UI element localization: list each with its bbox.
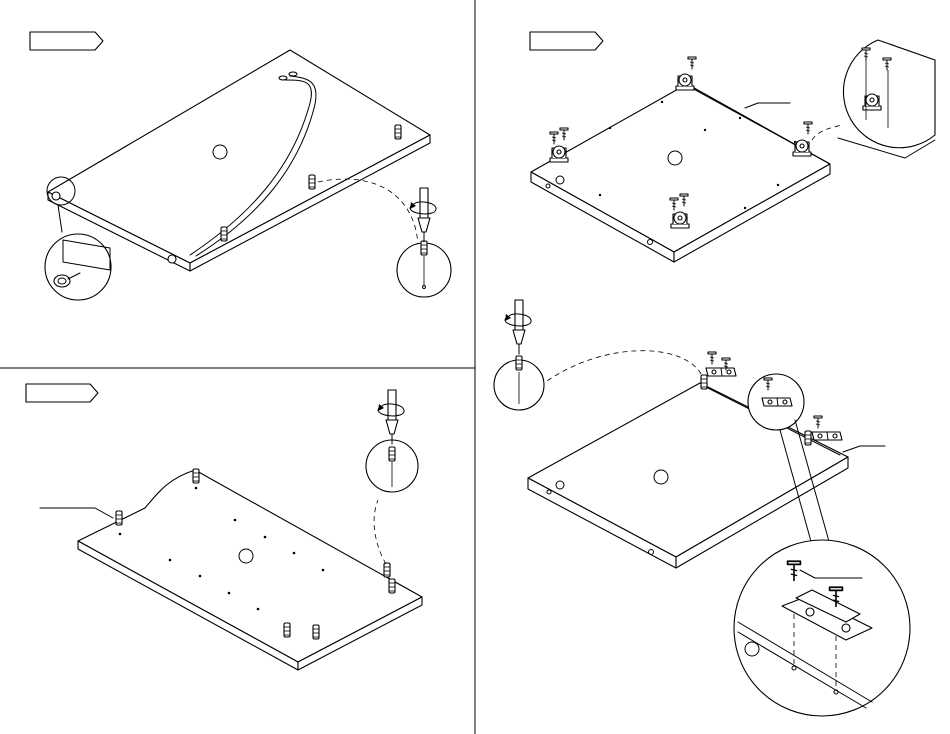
callout-line [40,508,113,518]
board-panel [78,470,422,670]
screw-icon [804,122,812,134]
caster-wheel-icon [671,212,689,228]
detail-magnifier-small [494,300,704,410]
panel-bottom-left [26,384,422,670]
dowel-icon [395,125,401,139]
dowel-icon [805,431,811,445]
cam-lock-icon [168,255,176,263]
screwdriver-icon [505,300,531,354]
dowel-icon [309,175,315,189]
dowel-icon [116,511,122,525]
board-panel [48,50,430,271]
detail-magnifier-large [734,540,910,716]
screwdriver-icon [378,390,404,444]
dowel-icon [421,241,427,255]
screw-icon [708,352,716,364]
panel-top-right [530,32,935,262]
caster-wheel-icon [676,74,694,90]
dowel-icon [384,563,390,577]
screw-icon [688,57,696,69]
screw-icon [550,132,558,144]
hinge-icon [762,398,792,406]
detail-magnifier-right [318,179,451,297]
hinge-icon [706,368,736,376]
detail-magnifier [366,390,418,564]
callout-line [843,446,885,452]
callout-line [745,103,790,108]
board-panel [531,84,830,262]
screw-icon [814,416,822,428]
dowel-icon [221,227,227,241]
dowel-icon [701,375,707,389]
dowel-icon [389,579,395,593]
detail-magnifier [812,40,935,158]
step-tag-3 [530,32,603,50]
cam-lock-icon [52,192,60,200]
screw-icon [560,128,568,140]
dowel-icon [193,469,199,483]
dowel-icon [284,623,290,637]
dowel-icon [313,625,319,639]
panel-top-left [30,32,451,300]
dowel-icon [389,447,395,461]
hinge-icon [812,432,842,440]
screwdriver-icon [410,188,436,242]
panel-bottom-right [494,300,910,716]
step-tag-1 [30,32,103,50]
caster-wheel-icon [793,140,811,156]
step-tag-2 [26,384,98,402]
caster-wheel-icon [550,146,568,162]
dowel-icon [516,356,522,370]
